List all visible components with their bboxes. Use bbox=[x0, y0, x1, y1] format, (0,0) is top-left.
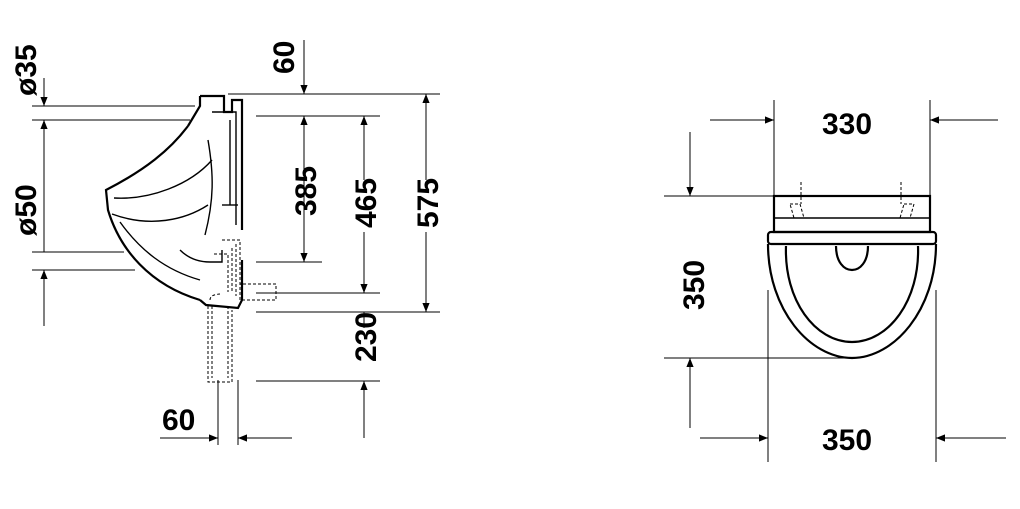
dim-width-bottom-350: 350 bbox=[822, 424, 872, 457]
dim-diameter-35: ø35 bbox=[10, 44, 43, 96]
dim-top-60: 60 bbox=[268, 41, 301, 74]
urinal-front-outline bbox=[766, 182, 938, 360]
dim-575: 575 bbox=[412, 178, 445, 228]
front-view: 330 350 350 bbox=[664, 100, 1006, 462]
side-view: ø35 ø50 60 385 465 575 230 60 bbox=[10, 40, 445, 445]
urinal-side-outline bbox=[104, 94, 244, 310]
dim-width-top-330: 330 bbox=[822, 108, 872, 141]
waste-pipe bbox=[207, 239, 277, 383]
dim-diameter-50: ø50 bbox=[10, 184, 43, 236]
dim-230: 230 bbox=[350, 312, 383, 362]
dim-bottom-60: 60 bbox=[162, 404, 195, 437]
dim-465: 465 bbox=[350, 178, 383, 228]
dim-385: 385 bbox=[290, 166, 323, 216]
dim-height-350: 350 bbox=[678, 260, 711, 310]
